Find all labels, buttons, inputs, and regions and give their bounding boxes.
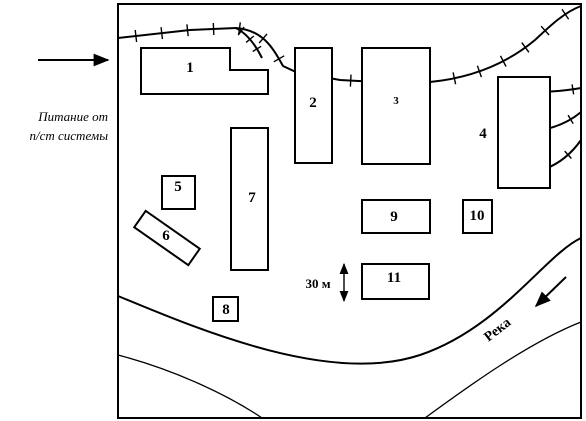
- power-line-tick: [564, 150, 572, 159]
- power-line-tick: [134, 29, 138, 43]
- building-5: [161, 175, 196, 210]
- power-line-tick: [273, 55, 285, 63]
- building-2-label: 2: [309, 95, 317, 111]
- supply-label-line1: Питание от: [37, 109, 108, 124]
- building-7: [230, 127, 269, 271]
- power-line-tick: [561, 8, 570, 20]
- building-9: [361, 199, 431, 234]
- river-bank-lower: [117, 354, 263, 419]
- power-line-tick: [349, 74, 352, 87]
- power-line-tick: [476, 65, 483, 78]
- power-line-tick: [212, 22, 215, 36]
- building-3-label: 3: [393, 95, 399, 107]
- supply-label-line2: п/ст системы: [30, 128, 109, 143]
- power-line-tick: [252, 45, 262, 53]
- building-4: [497, 76, 551, 189]
- power-line-tick: [237, 26, 245, 36]
- building-1-label: 1: [186, 60, 194, 76]
- building-11: [361, 263, 430, 300]
- building-4-label: 4: [479, 126, 487, 142]
- power-line-tick: [245, 35, 255, 43]
- power-line-tick: [499, 55, 507, 67]
- power-line-tick: [238, 22, 241, 35]
- river-flow-arrow: [534, 276, 567, 308]
- building-3: [361, 47, 431, 165]
- power-line-tick: [160, 27, 164, 40]
- site-boundary: [117, 3, 582, 419]
- river-bank-upper: [117, 237, 582, 365]
- river-bank-right: [424, 321, 582, 419]
- building-8-label: 8: [222, 302, 230, 318]
- building-1: [140, 47, 269, 95]
- building-10: [462, 199, 493, 234]
- power-line-tick: [452, 72, 457, 85]
- building-2: [294, 47, 333, 164]
- scale-label: 30 м: [305, 276, 330, 291]
- power-line-tick: [571, 84, 575, 95]
- power-line-tick: [567, 114, 574, 125]
- building-5-label: 5: [174, 179, 182, 195]
- building-11-label: 11: [387, 270, 401, 286]
- power-line-tick: [258, 33, 268, 44]
- building-10-label: 10: [470, 208, 485, 224]
- building-6: [132, 209, 202, 267]
- building-8: [212, 296, 239, 322]
- building-7-label: 7: [248, 190, 256, 206]
- building-6-label: 6: [162, 228, 170, 244]
- power-line-tick: [540, 25, 550, 36]
- power-line-tick: [521, 42, 530, 53]
- building-9-label: 9: [390, 209, 398, 225]
- power-line-tick: [186, 24, 189, 37]
- power-line-main: [117, 5, 582, 85]
